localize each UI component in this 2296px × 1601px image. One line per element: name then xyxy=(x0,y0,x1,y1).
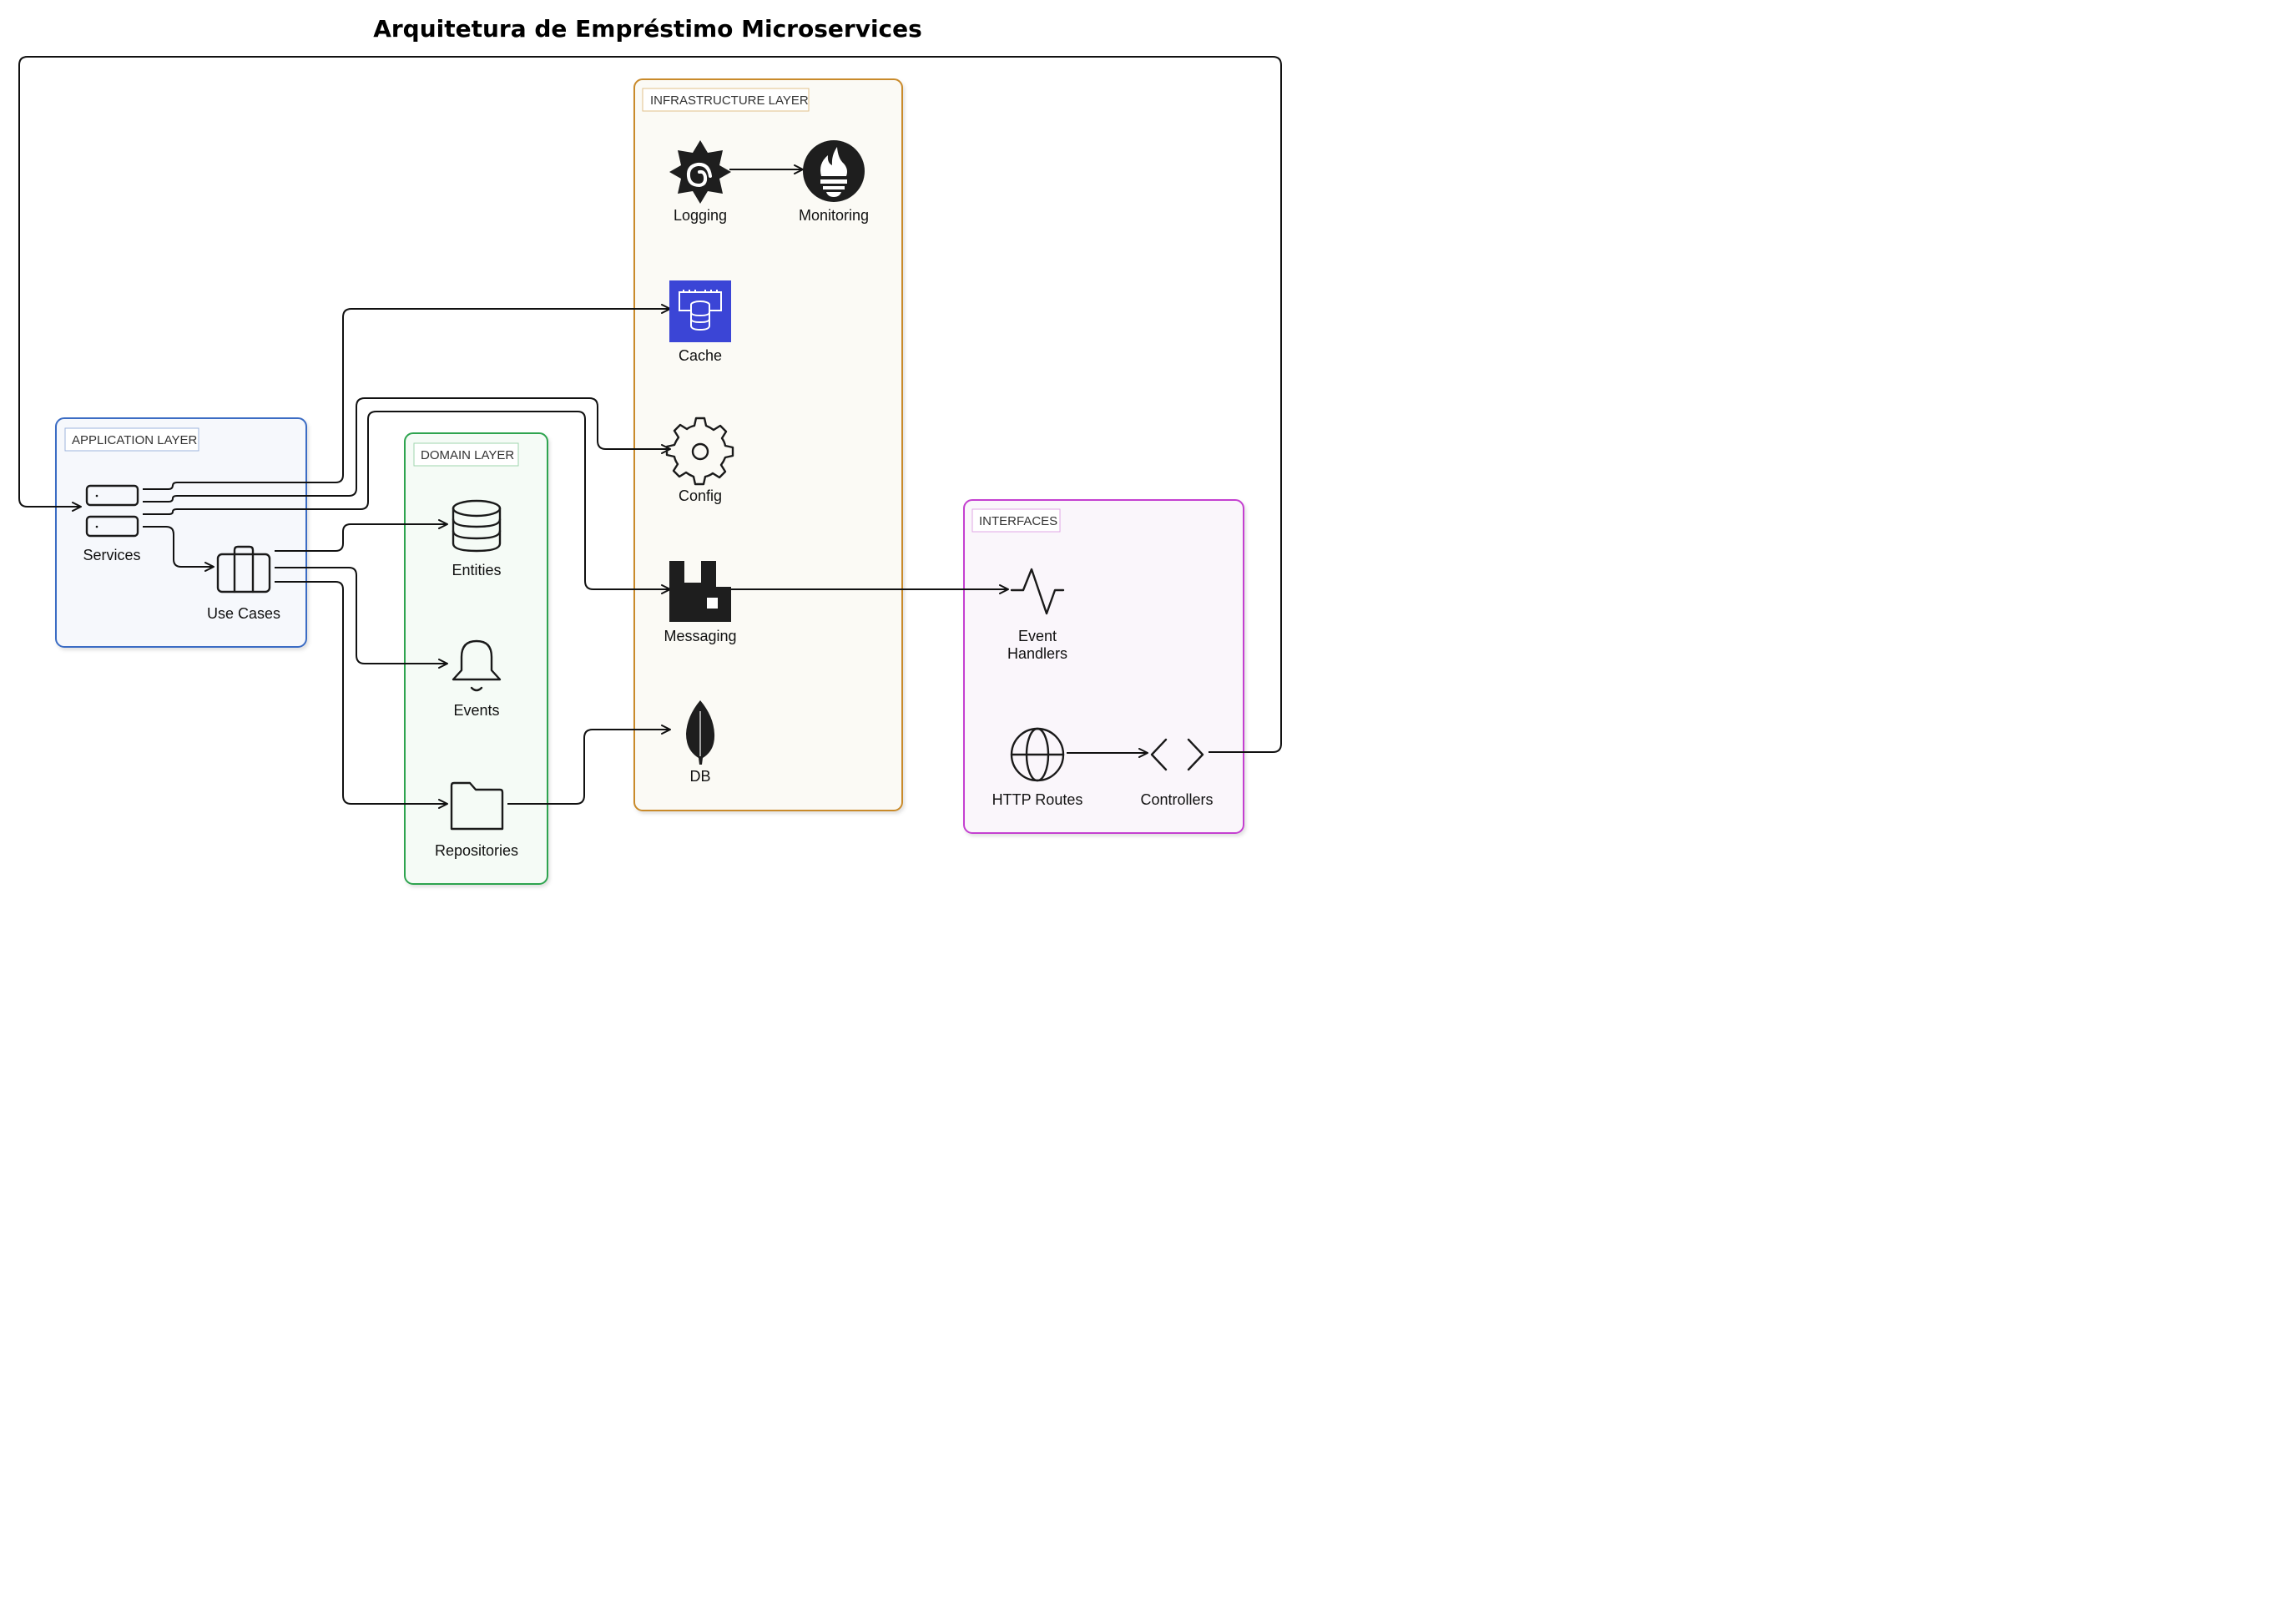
messaging-label: Messaging xyxy=(664,628,736,644)
edge-usecases-to-events xyxy=(275,567,448,669)
application-layer-label: APPLICATION LAYER xyxy=(72,433,197,447)
node-event-handlers[interactable]: Event Handlers xyxy=(1007,568,1067,662)
edge-controllers-to-services xyxy=(18,56,1282,753)
node-config[interactable]: Config xyxy=(665,417,734,504)
grafana-icon xyxy=(669,140,731,204)
edges xyxy=(18,56,1282,809)
http-routes-label: HTTP Routes xyxy=(992,791,1083,808)
diagram-title: Arquitetura de Empréstimo Microservices xyxy=(373,15,922,43)
node-db[interactable]: DB xyxy=(686,700,715,785)
rabbitmq-icon xyxy=(669,561,731,622)
interfaces-label: INTERFACES xyxy=(979,514,1057,528)
db-label: DB xyxy=(689,768,710,785)
node-controllers[interactable]: Controllers xyxy=(1140,738,1214,808)
node-repositories[interactable]: Repositories xyxy=(435,781,518,859)
event-handlers-label-line1: Event xyxy=(1018,628,1057,644)
briefcase-icon xyxy=(216,545,271,593)
code-brackets-icon xyxy=(1150,738,1204,771)
node-logging[interactable]: Logging xyxy=(669,140,731,224)
node-cache[interactable]: Cache xyxy=(669,280,731,364)
domain-layer-label: DOMAIN LAYER xyxy=(421,448,514,462)
folder-icon xyxy=(450,781,504,831)
edge-usecases-to-repositories xyxy=(275,581,448,809)
globe-icon xyxy=(1010,727,1065,782)
application-layer-group: APPLICATION LAYER xyxy=(55,417,307,648)
gear-icon xyxy=(665,417,734,486)
interfaces-group: INTERFACES xyxy=(963,499,1244,834)
node-http-routes[interactable]: HTTP Routes xyxy=(992,727,1083,808)
node-services[interactable]: Services xyxy=(83,484,141,563)
prometheus-icon xyxy=(803,140,865,202)
node-messaging[interactable]: Messaging xyxy=(664,561,737,644)
events-label: Events xyxy=(453,702,499,719)
elasticache-icon xyxy=(669,280,731,342)
cache-label: Cache xyxy=(679,347,722,364)
edge-services-to-cache xyxy=(143,304,671,490)
edge-services-to-messaging xyxy=(143,411,671,594)
node-use-cases[interactable]: Use Cases xyxy=(207,545,280,622)
use-cases-label: Use Cases xyxy=(207,605,280,622)
monitoring-label: Monitoring xyxy=(799,207,869,224)
controllers-label: Controllers xyxy=(1140,791,1213,808)
edge-services-to-usecases xyxy=(143,526,214,572)
mongodb-leaf-icon xyxy=(686,700,715,765)
logging-label: Logging xyxy=(674,207,727,224)
services-label: Services xyxy=(83,547,140,563)
edge-repositories-to-db xyxy=(507,725,671,805)
infrastructure-layer-label: INFRASTRUCTURE LAYER xyxy=(650,93,809,108)
edge-services-to-config xyxy=(143,397,671,503)
server-rack-icon xyxy=(85,484,139,538)
node-events[interactable]: Events xyxy=(452,639,502,719)
domain-layer-group: DOMAIN LAYER xyxy=(404,432,548,885)
bell-icon xyxy=(452,639,502,692)
edge-usecases-to-entities xyxy=(275,519,448,552)
node-entities[interactable]: Entities xyxy=(452,499,502,578)
entities-label: Entities xyxy=(452,562,501,578)
node-monitoring[interactable]: Monitoring xyxy=(799,140,869,224)
database-icon xyxy=(452,499,502,553)
config-label: Config xyxy=(679,487,722,504)
infrastructure-layer-group: INFRASTRUCTURE LAYER xyxy=(633,78,903,811)
architecture-diagram: Arquitetura de Empréstimo Microservices … xyxy=(18,15,1282,885)
pulse-icon xyxy=(1010,568,1065,615)
repositories-label: Repositories xyxy=(435,842,518,859)
event-handlers-label-line2: Handlers xyxy=(1007,645,1067,662)
